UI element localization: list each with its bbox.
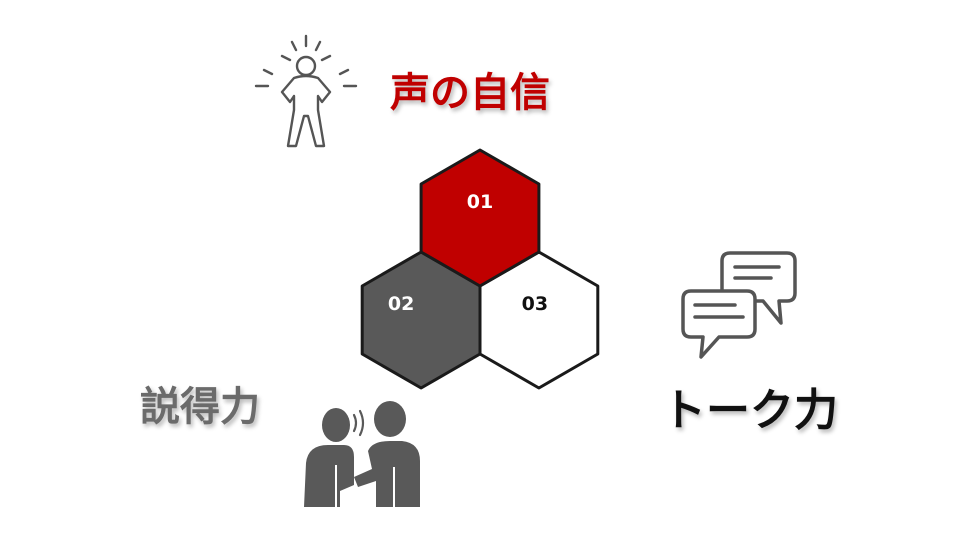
hexagon-03-number: 03 xyxy=(522,293,548,315)
conversation-people-icon xyxy=(304,401,420,507)
confident-person-icon xyxy=(254,34,358,148)
speech-bubbles-icon xyxy=(681,251,797,359)
label-talk-skill: トーク力 xyxy=(662,385,838,436)
label-persuasiveness: 説得力 xyxy=(140,384,260,430)
hexagon-01 xyxy=(419,148,541,288)
hexagon-02-number: 02 xyxy=(388,293,414,315)
hexagon-01-number: 01 xyxy=(467,191,493,213)
label-voice-confidence: 声の自信 xyxy=(390,70,550,116)
